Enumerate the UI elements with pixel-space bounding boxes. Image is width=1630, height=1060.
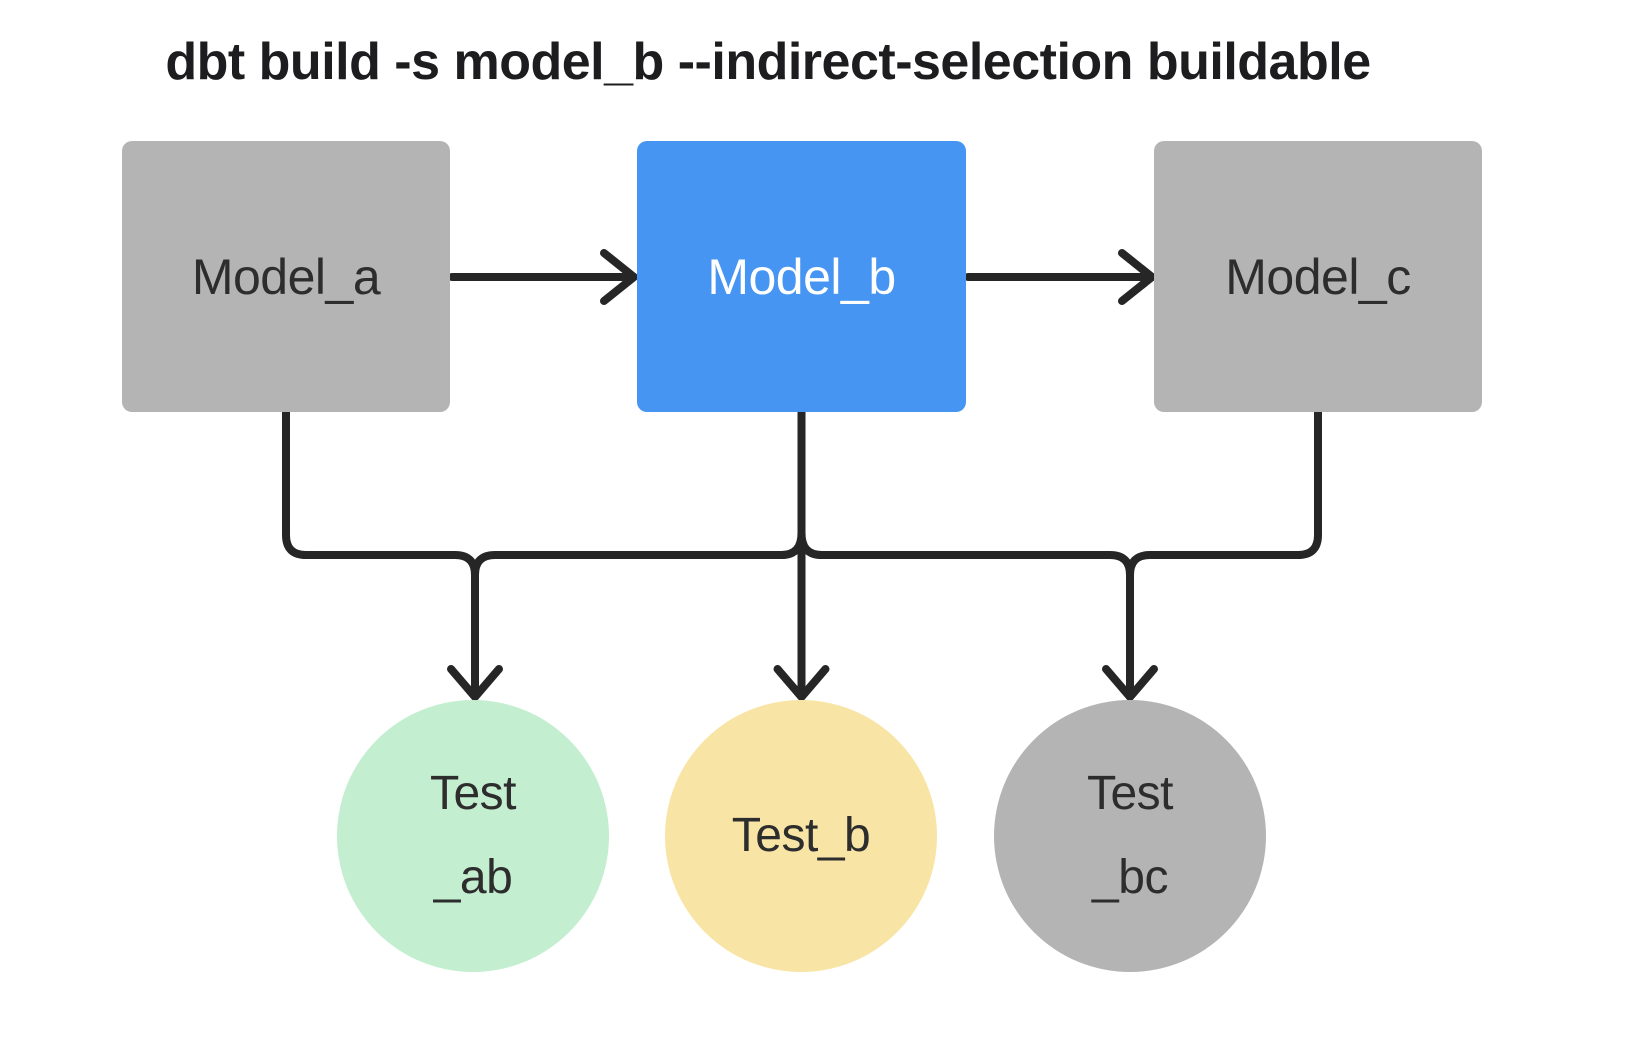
edge-model-b-to-test-ab-branch — [471, 529, 806, 579]
node-model-a-label: Model_a — [191, 248, 381, 305]
edge-model-c-to-test-bc-arrow — [1102, 408, 1322, 701]
node-test-ab-label-line1: Test — [429, 767, 517, 820]
node-test-ab-label-line2: _ab — [433, 851, 513, 904]
node-test-bc-label-line1: Test — [1086, 767, 1174, 820]
node-model-b-label: Model_b — [707, 248, 896, 305]
node-test-bc: Test _bc — [994, 700, 1266, 972]
node-model-c-label: Model_c — [1225, 248, 1411, 305]
node-model-b: Model_b — [637, 141, 966, 412]
edge-model-b-to-model-c-arrow — [964, 249, 1156, 305]
node-test-ab: Test _ab — [337, 700, 609, 972]
node-model-a: Model_a — [122, 141, 450, 412]
edge-model-b-to-test-b-arrow — [773, 408, 830, 701]
edge-model-a-to-model-b-arrow — [448, 249, 638, 305]
diagram-title: dbt build -s model_b --indirect-selectio… — [165, 33, 1371, 91]
node-test-bc-label-line2: _bc — [1092, 851, 1168, 904]
node-test-b-label: Test_b — [731, 809, 871, 862]
node-model-c: Model_c — [1154, 141, 1482, 412]
edge-model-b-to-test-bc-branch — [797, 529, 1134, 579]
node-test-b: Test_b — [665, 700, 937, 972]
edge-model-a-to-test-ab-arrow — [282, 408, 503, 701]
